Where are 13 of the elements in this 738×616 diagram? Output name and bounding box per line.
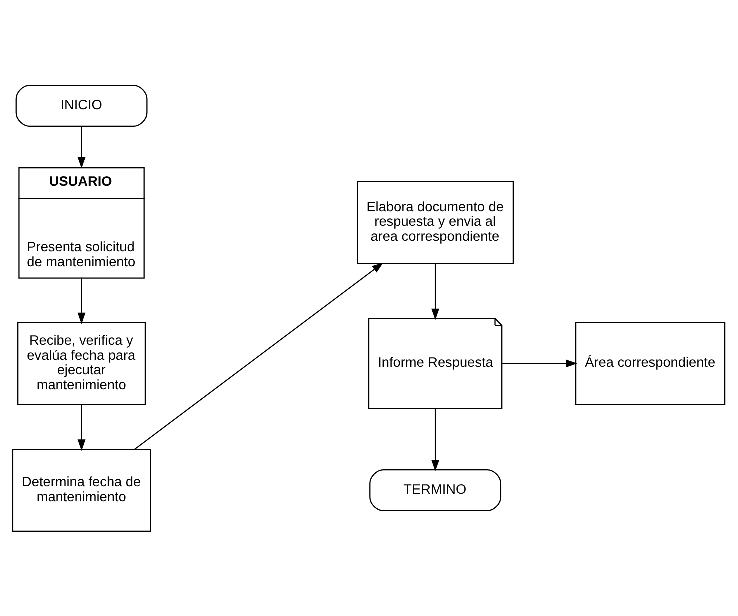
node-box: INICIO bbox=[16, 84, 148, 127]
arrow bbox=[78, 404, 86, 451]
arrow bbox=[78, 126, 86, 168]
arrow bbox=[502, 359, 578, 368]
node-box: Área correspondiente bbox=[575, 322, 726, 405]
arrow bbox=[432, 263, 440, 320]
node-box: TERMINO bbox=[370, 468, 502, 512]
node-box: Determina fecha de mantenimiento bbox=[12, 448, 152, 532]
node-box: Recibe, verifica y evalúa fecha para ejecutar mantenimiento bbox=[18, 322, 146, 405]
arrow bbox=[78, 277, 86, 324]
arrow bbox=[134, 262, 384, 450]
node-box: Elabora documento de respuesta y envia al area correspondiente bbox=[357, 180, 514, 264]
arrow bbox=[432, 408, 440, 472]
